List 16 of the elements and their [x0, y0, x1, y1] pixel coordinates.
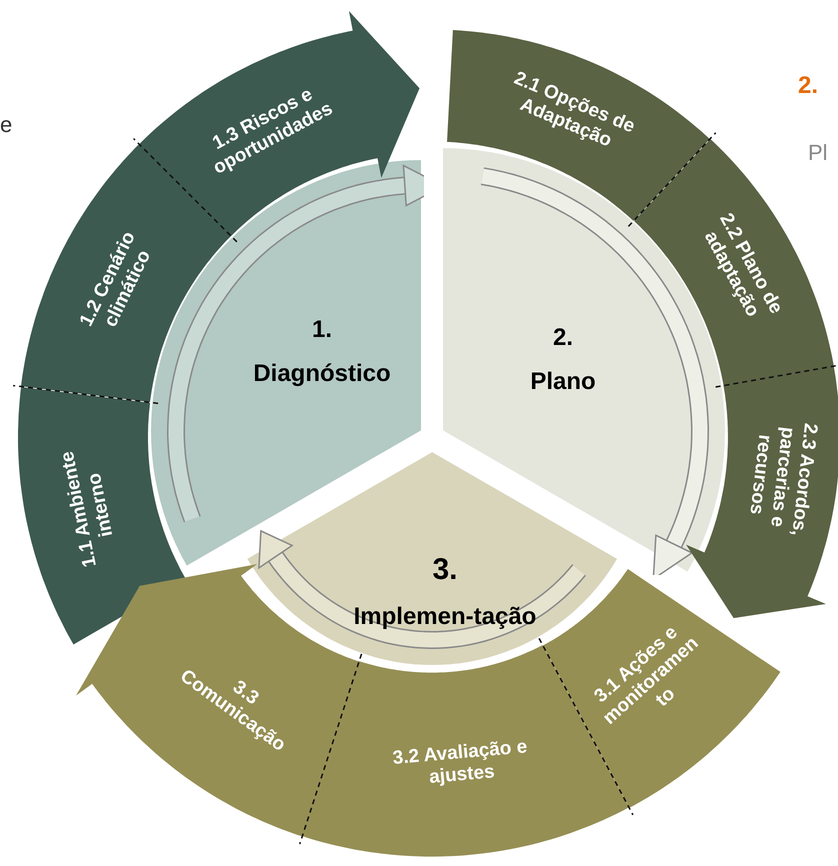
stage-number: 2. [552, 326, 573, 350]
arrow-band-segment [540, 566, 782, 810]
arrow-band-segment [684, 364, 838, 620]
stage-title: Plano [530, 370, 596, 394]
cropped-text: Pl [808, 139, 828, 167]
segment-label: 1.1 Ambiente interno [56, 448, 118, 571]
arrow-band-segment [137, 8, 422, 238]
arrow-band-segment [632, 136, 836, 388]
stage-title: Implemen-tação [354, 605, 536, 629]
cropped-text: e [0, 111, 12, 139]
segment-label: 2.3 Acordos, parcerias e recursos [744, 420, 822, 539]
stage-title: Diagnóstico [253, 362, 391, 386]
cropped-text: 2. [798, 71, 818, 101]
segment-label: 3.2 Avaliação e ajustes [390, 735, 529, 790]
stage-number: 1. [312, 318, 332, 342]
stage-number: 3. [432, 555, 458, 585]
